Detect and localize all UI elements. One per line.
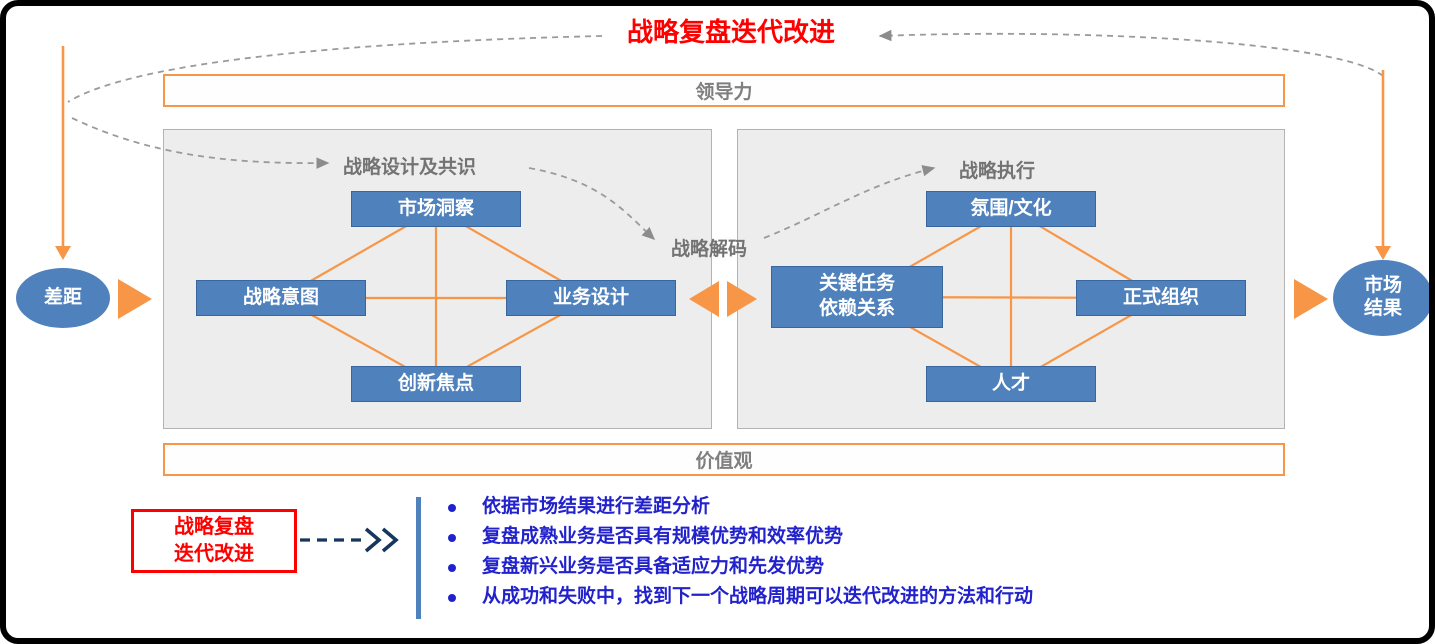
gap-to-design-arrow — [118, 279, 152, 319]
bullet-text: 依据市场结果进行差距分析 — [482, 496, 711, 517]
bullet-divider-bar — [416, 497, 421, 619]
strategy-review-box: 战略复盘 迭代改进 — [131, 509, 297, 573]
values-bar-label: 价值观 — [695, 451, 753, 472]
list-item: 依据市场结果进行差距分析 — [434, 496, 1414, 518]
bullet-text: 复盘新兴业务是否具备适应力和先发优势 — [482, 556, 825, 577]
design-section-label: 战略设计及共识 — [343, 157, 477, 178]
market-result-ellipse: 市场 结果 — [1333, 260, 1429, 336]
market-insight-box: 市场洞察 — [351, 191, 521, 227]
key-tasks-box: 关键任务 依赖关系 — [771, 266, 943, 328]
list-item: 复盘新兴业务是否具备适应力和先发优势 — [434, 556, 1414, 578]
bullet-text: 复盘成熟业务是否具有规模优势和效率优势 — [482, 526, 844, 547]
gap-input-arrow — [55, 46, 71, 260]
formal-org-box: 正式组织 — [1076, 280, 1246, 316]
review-bullet-list: 依据市场结果进行差距分析 复盘成熟业务是否具有规模优势和效率优势 复盘新兴业务是… — [434, 496, 1414, 616]
leadership-bar-label: 领导力 — [695, 82, 753, 103]
strategic-intent-box: 战略意图 — [196, 280, 366, 316]
list-item: 从成功和失败中，找到下一个战略周期可以迭代改进的方法和行动 — [434, 586, 1414, 608]
business-design-box: 业务设计 — [506, 280, 676, 316]
culture-box: 氛围/文化 — [926, 191, 1096, 227]
review-connector-arrow — [300, 527, 399, 553]
gap-ellipse: 差距 — [16, 268, 110, 328]
page-title: 战略复盘迭代改进 — [626, 17, 835, 47]
list-item: 复盘成熟业务是否具有规模优势和效率优势 — [434, 526, 1414, 548]
talent-box: 人才 — [926, 366, 1096, 402]
execution-section-label: 战略执行 — [959, 161, 1036, 182]
bullet-icon — [448, 534, 456, 542]
decode-label: 战略解码 — [671, 239, 748, 260]
result-output-arrow — [1375, 70, 1391, 260]
values-bar: 价值观 — [163, 443, 1285, 476]
leadership-bar: 领导力 — [163, 74, 1285, 107]
bullet-icon — [448, 504, 456, 512]
bullet-text: 从成功和失败中，找到下一个战略周期可以迭代改进的方法和行动 — [482, 586, 1034, 607]
bullet-icon — [448, 594, 456, 602]
innovation-focus-box: 创新焦点 — [351, 366, 521, 402]
execution-to-result-arrow — [1294, 279, 1328, 319]
bullet-icon — [448, 564, 456, 572]
